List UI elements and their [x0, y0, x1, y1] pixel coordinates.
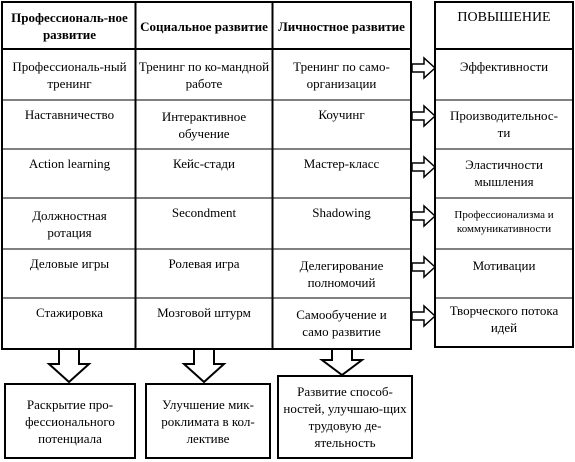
- col2-item-4: Secondment: [171, 205, 237, 220]
- col3-item-6: Самообучение и само развитие: [296, 307, 387, 339]
- outcome-box-2: Улучшение мик-роклимата в кол-лективе: [145, 383, 271, 459]
- down-arrow-1: [46, 348, 92, 384]
- right-item-5: Мотивации: [472, 257, 536, 273]
- right-arrow-2: [411, 104, 437, 128]
- right-panel-header: ПОВЫШЕНИЕ: [457, 10, 551, 25]
- down-arrow-3: [319, 348, 365, 377]
- col2-header: Социальное развитие: [140, 18, 268, 34]
- col3-header: Личностное развитие: [278, 18, 405, 34]
- col2-item-2: Интерактивное обучение: [161, 109, 247, 141]
- right-panel-border: [434, 1, 574, 348]
- col3-item-5: Делегирование полномочий: [299, 258, 384, 290]
- right-arrow-5: [411, 255, 437, 279]
- col1-header: Профессиональ-ное развитие: [11, 10, 128, 42]
- col1-item-6: Стажировка: [35, 305, 104, 320]
- col1-item-3: Action learning: [28, 156, 111, 171]
- col2-item-5: Ролевая игра: [168, 256, 240, 271]
- col3-item-4: Shadowing: [312, 205, 371, 220]
- col3-item-1: Тренинг по само-организации: [293, 59, 390, 91]
- right-item-4: Профессионализма и коммуникативности: [454, 209, 554, 235]
- col1-item-5: Деловые игры: [29, 256, 110, 271]
- col3-item-2: Коучинг: [318, 107, 365, 122]
- col2-item-3: Кейс-стади: [173, 156, 235, 171]
- right-item-2: Производительнос-ти: [450, 108, 558, 140]
- col1-item-1: Профессиональ-ный тренинг: [12, 59, 127, 91]
- right-arrow-1: [411, 56, 437, 80]
- right-item-1: Эффективности: [459, 58, 549, 74]
- col2-item-1: Тренинг по ко-мандной работе: [138, 59, 270, 91]
- col3-item-3: Мастер-класс: [303, 156, 380, 171]
- col2-item-6: Мозговой штурм: [157, 305, 251, 320]
- right-arrow-6: [411, 304, 437, 328]
- down-arrow-2: [181, 348, 227, 384]
- right-item-6: Творческого потока идей: [449, 303, 559, 335]
- col1-item-2: Наставничество: [24, 107, 115, 122]
- right-item-3: Эластичности мышления: [465, 157, 543, 189]
- col1-item-4: Должностная ротация: [32, 208, 107, 240]
- outcome-box-1: Раскрытие про-фессионального потенциала: [4, 383, 136, 459]
- right-arrow-3: [411, 155, 437, 179]
- right-arrow-4: [411, 204, 437, 228]
- outcome-box-3: Развитие способ-ностей, улучшаю-щих труд…: [277, 375, 413, 459]
- main-table-border: [1, 1, 412, 350]
